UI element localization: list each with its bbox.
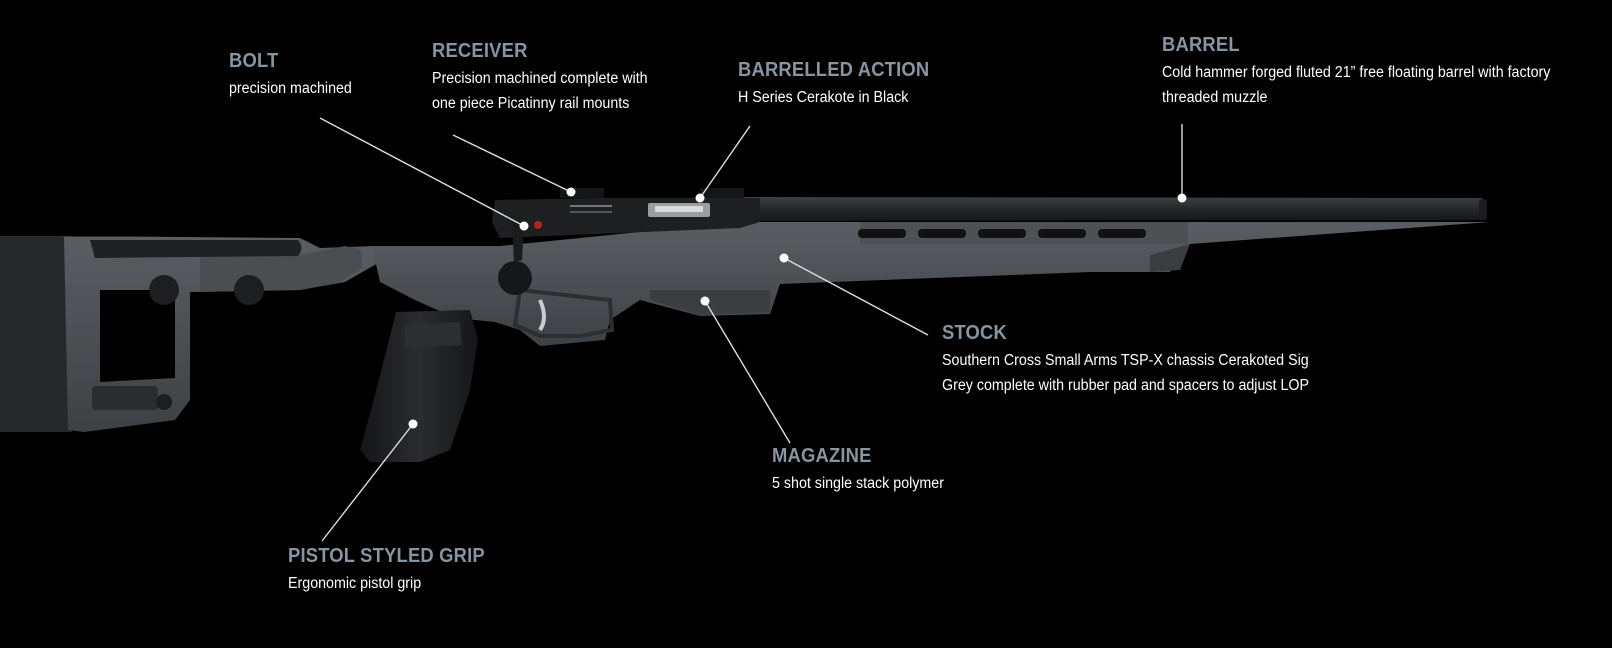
callout-bolt: BOLT precision machined [229, 50, 363, 101]
callout-barrel-title: BARREL [1162, 34, 1240, 56]
callout-bolt-desc-line-1: precision machined [229, 80, 352, 97]
callout-pistol-grip-title: PISTOL STYLED GRIP [288, 545, 485, 567]
callout-barrel: BARREL Cold hammer forged fluted 21” fre… [1162, 34, 1584, 110]
callout-stock-desc-line-2: Grey complete with rubber pad and spacer… [942, 377, 1309, 394]
callout-barrelled-action-title: BARRELLED ACTION [738, 59, 930, 81]
callout-stock: STOCK Southern Cross Small Arms TSP-X ch… [942, 322, 1341, 398]
rifle-butt-stock [0, 236, 380, 432]
callout-pistol-grip: PISTOL STYLED GRIP Ergonomic pistol grip [288, 545, 502, 596]
callout-barrelled-action: BARRELLED ACTION H Series Cerakote in Bl… [738, 59, 946, 110]
callout-stock-desc-line-1: Southern Cross Small Arms TSP-X chassis … [942, 352, 1309, 369]
callout-receiver-title: RECEIVER [432, 40, 528, 62]
callout-barrel-desc-line-1: Cold hammer forged fluted 21” free float… [1162, 64, 1551, 81]
rifle-receiver [492, 188, 760, 238]
callout-receiver-desc-line-2: one piece Picatinny rail mounts [432, 95, 630, 112]
callout-receiver: RECEIVER Precision machined complete wit… [432, 40, 666, 116]
callout-magazine: MAGAZINE 5 shot single stack polymer [772, 445, 959, 496]
callout-barrel-desc-line-2: threaded muzzle [1162, 89, 1268, 106]
rifle-pistol-grip [360, 310, 478, 462]
callout-barrelled-action-desc-line-1: H Series Cerakote in Black [738, 89, 909, 106]
callout-magazine-desc-line-1: 5 shot single stack polymer [772, 475, 944, 492]
rifle-barrel [735, 197, 1487, 221]
callout-leaders [319, 117, 1187, 542]
rifle-chassis [372, 222, 1490, 346]
callout-bolt-title: BOLT [229, 50, 279, 72]
rifle-bolt [498, 220, 542, 295]
callout-magazine-title: MAGAZINE [772, 445, 872, 467]
callout-stock-title: STOCK [942, 322, 1007, 344]
callout-receiver-desc-line-1: Precision machined complete with [432, 70, 648, 87]
callout-pistol-grip-desc-line-1: Ergonomic pistol grip [288, 575, 422, 592]
